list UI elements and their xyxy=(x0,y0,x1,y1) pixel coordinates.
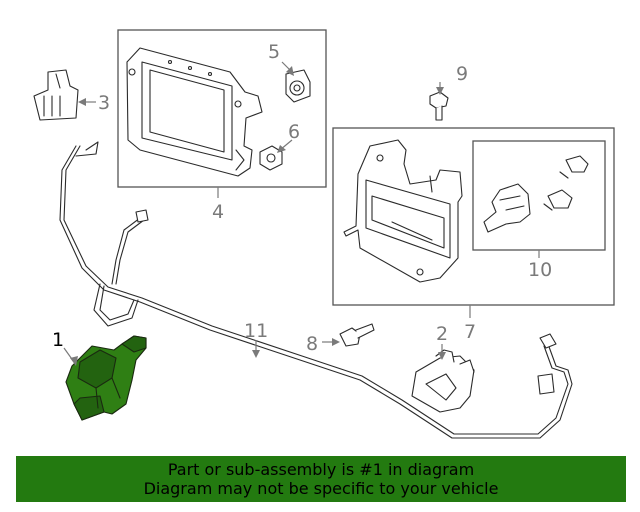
callout-10: 10 xyxy=(528,259,552,281)
banner-line-2: Diagram may not be specific to your vehi… xyxy=(143,479,499,498)
callout-9: 9 xyxy=(456,63,468,85)
leader-lines xyxy=(63,61,540,366)
callout-3: 3 xyxy=(98,92,110,114)
callout-5: 5 xyxy=(268,41,280,63)
part-10-sensor[interactable] xyxy=(483,155,589,233)
part-6-nut[interactable] xyxy=(259,145,283,171)
box-part-4 xyxy=(117,29,327,188)
box-part-7 xyxy=(332,127,615,306)
part-3-sensor[interactable] xyxy=(33,69,79,121)
banner-line-1: Part or sub-assembly is #1 in diagram xyxy=(167,460,475,479)
part-9-bolt[interactable] xyxy=(429,91,449,121)
callout-6: 6 xyxy=(288,121,300,143)
notice-banner: Part or sub-assembly is #1 in diagram Di… xyxy=(16,456,626,502)
box-part-10 xyxy=(472,140,606,251)
callout-4: 4 xyxy=(212,201,224,223)
part-7-bracket[interactable] xyxy=(343,139,463,283)
part-11-harness[interactable] xyxy=(59,141,573,439)
part-2-bracket[interactable] xyxy=(411,349,475,413)
part-8-bolt[interactable] xyxy=(339,323,375,347)
part-1-highlighted[interactable] xyxy=(65,335,147,421)
callout-8: 8 xyxy=(306,333,318,355)
callout-11: 11 xyxy=(244,320,268,342)
callout-2: 2 xyxy=(436,323,448,345)
callout-7: 7 xyxy=(464,321,476,343)
part-4-module[interactable] xyxy=(126,47,263,177)
callout-1: 1 xyxy=(52,329,64,351)
parts-diagram: 1 2 3 4 5 6 7 8 9 10 11 xyxy=(33,29,615,439)
part-5-fastener[interactable] xyxy=(285,69,311,103)
